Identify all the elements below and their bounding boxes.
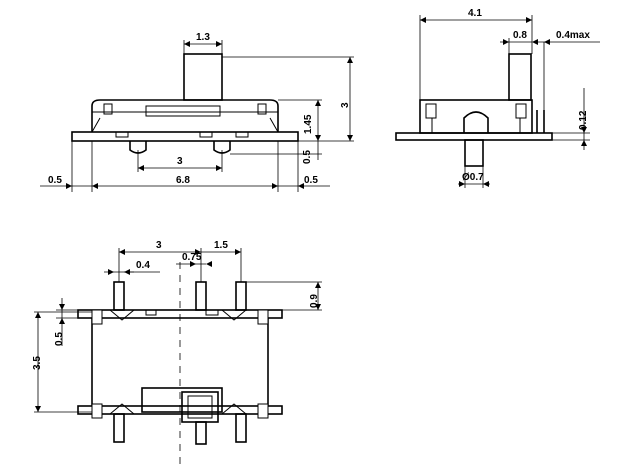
dim-body-depth: 3.5: [32, 356, 43, 370]
side-base-plate: [395, 132, 553, 141]
side-pin: [464, 139, 484, 167]
dim-diameter: Ø0.7: [462, 172, 484, 183]
side-actuator: [508, 53, 532, 101]
front-base-plate: [71, 131, 299, 142]
dim-bottom-pitch-1-5: 1.5: [214, 240, 228, 251]
dim-standoff: 0.5: [302, 150, 313, 164]
pin-left-bottom: [113, 413, 125, 443]
dim-pin-width: 0.4: [136, 260, 150, 271]
actuator: [183, 53, 223, 101]
dim-side-width: 4.1: [468, 8, 482, 19]
pin-center-bottom: [195, 421, 207, 445]
dim-bottom-pitch-3: 3: [156, 240, 162, 251]
dim-body-height: 1.45: [303, 114, 314, 134]
dim-total-height: 3: [340, 102, 351, 108]
side-body: [419, 99, 533, 134]
front-view: 1.3 3 1.45 0.5 3 0.5: [40, 32, 354, 192]
dim-actuator-depth: 0.8: [513, 30, 527, 41]
dim-tab-height: 0.9: [309, 294, 320, 308]
dim-tab-offset: 0.5: [54, 332, 65, 346]
dim-tab-right: 0.5: [304, 175, 318, 186]
side-boss: [463, 111, 489, 133]
pin-left-top: [113, 281, 125, 311]
side-view: 4.1 0.8 0.4max 0.12 Ø0.7: [395, 8, 600, 188]
front-body-top: [91, 99, 279, 112]
pin-center-top: [195, 281, 207, 311]
dim-pin-pitch: 3: [177, 156, 183, 167]
dim-center-pin: 0.75: [182, 252, 202, 263]
pin-right-bottom: [235, 413, 247, 443]
dim-actuator-width: 1.3: [196, 32, 210, 43]
pin-right-top: [235, 281, 247, 311]
bottom-view: 3 1.5 0.4 0.75 0.9 0.5: [32, 240, 322, 470]
dim-tolerance: 0.12: [578, 110, 589, 130]
dim-tab-left: 0.5: [48, 175, 62, 186]
dim-max: 0.4max: [556, 30, 590, 41]
dim-body-width: 6.8: [176, 175, 190, 186]
